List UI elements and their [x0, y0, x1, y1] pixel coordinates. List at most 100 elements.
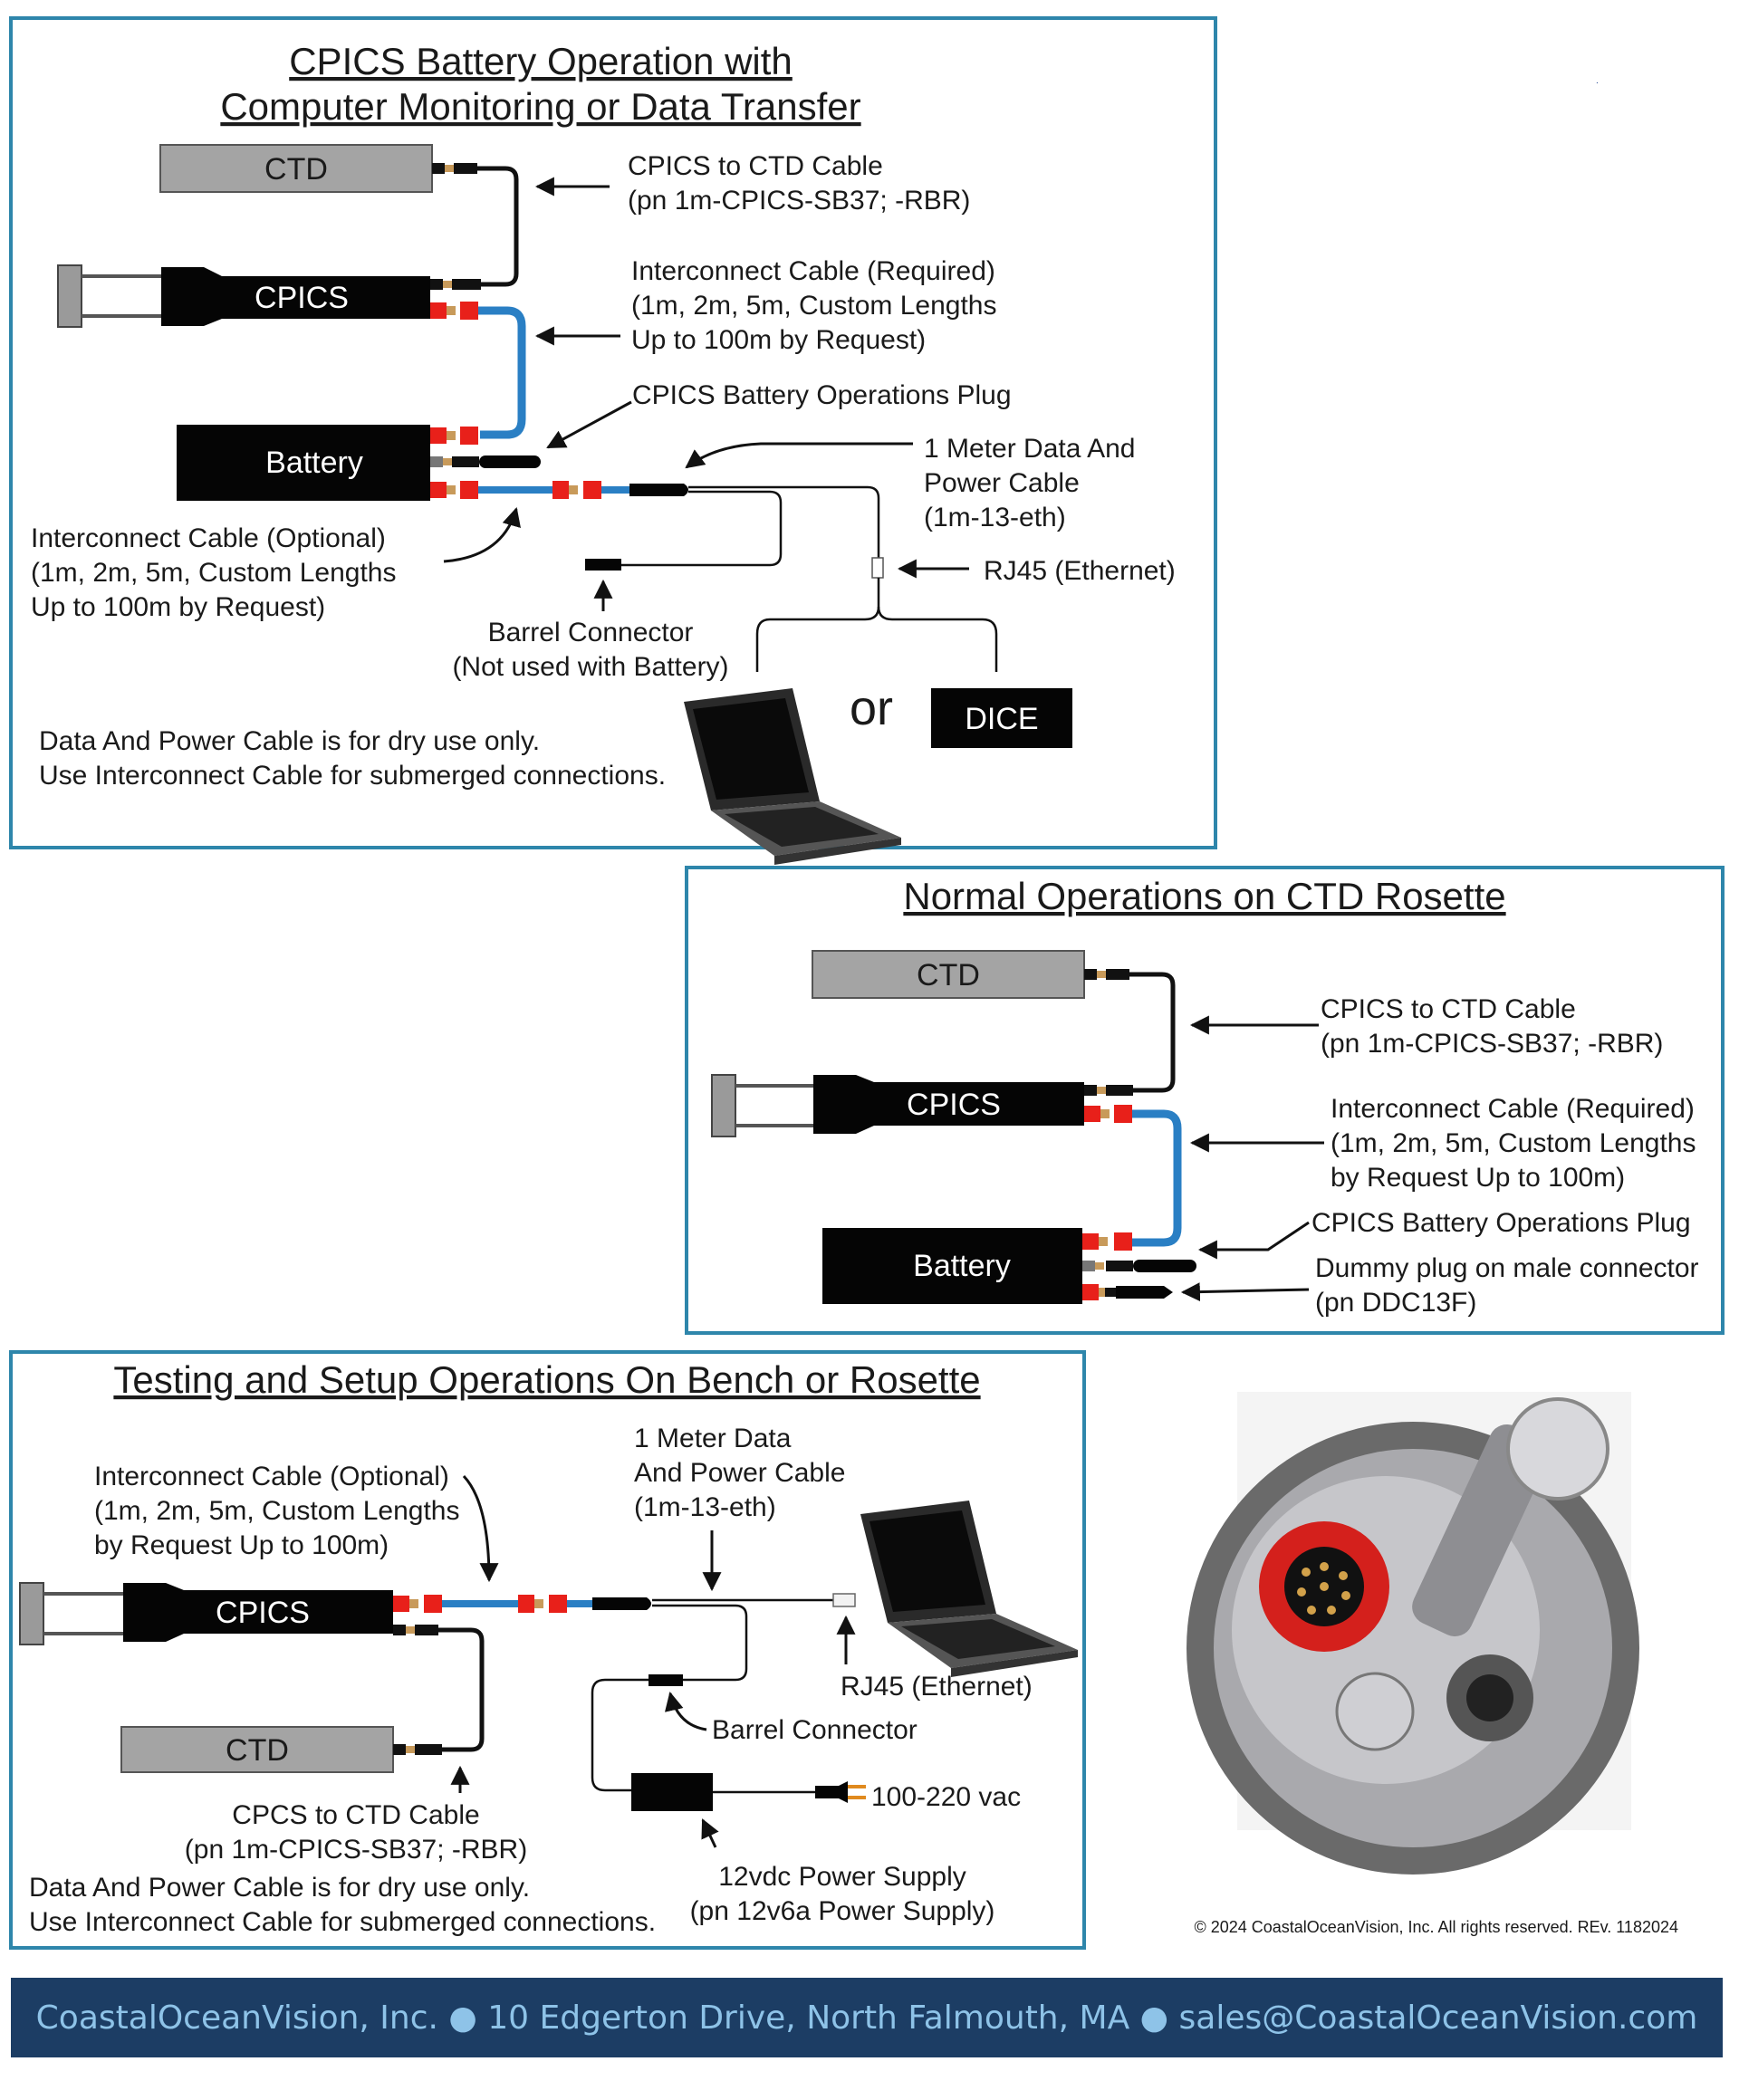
ctd-label: CTD	[264, 152, 328, 187]
ctd-cable-label-1: CPICS to CTD Cable	[1321, 994, 1576, 1024]
interconnect-label-1: Interconnect Cable (Optional)	[94, 1462, 449, 1491]
ctd-box	[120, 1726, 394, 1773]
rj45-label: RJ45 (Ethernet)	[841, 1672, 1033, 1702]
panel-3-border	[9, 1350, 1086, 1950]
cpics-ctd-port	[393, 1625, 406, 1635]
battery-ops-port-face	[1466, 1674, 1513, 1721]
data-cable-label-1: 1 Meter Data And	[924, 434, 1135, 464]
rj45-to-dice	[877, 606, 998, 672]
interconnect-cable-required	[478, 306, 526, 439]
cpics-interconnect-port	[1084, 1106, 1100, 1122]
data-cable-label-2: And Power Cable	[634, 1458, 845, 1488]
panel-testing-setup: Testing and Setup Operations On Bench or…	[9, 1350, 1086, 1950]
power-supply	[631, 1773, 713, 1811]
battery-operations-plug	[479, 455, 541, 468]
panel-normal-operations: Normal Operations on CTD Rosette CTD CPI…	[685, 866, 1725, 1335]
ops-plug-stem	[452, 456, 479, 467]
psu-label-2: (pn 12v6a Power Supply)	[690, 1896, 995, 1926]
ctd-box	[812, 950, 1085, 999]
cpics-interconnect-plug	[1114, 1105, 1132, 1123]
interconnect-end-1-pin	[534, 1599, 543, 1608]
battery-port-1-pin	[447, 431, 456, 440]
barrel-label-1: Barrel Connector	[488, 618, 694, 647]
dummy-plug-stem	[1105, 1288, 1116, 1297]
ops-plug-label: CPICS Battery Operations Plug	[1311, 1208, 1691, 1238]
data-cable-label-1: 1 Meter Data	[634, 1424, 792, 1453]
interconnect-opt-label-3: Up to 100m by Request)	[31, 592, 325, 622]
battery-port-3-pin	[1099, 1288, 1108, 1297]
ctd-cable-label-1: CPICS to CTD Cable	[628, 151, 883, 181]
barrel-connector	[649, 1674, 683, 1686]
footer-bar: CoastalOceanVision, Inc. ● 10 Edgerton D…	[11, 1978, 1723, 2057]
battery-port-1-pin	[1099, 1237, 1108, 1246]
battery-port-2-pin	[1095, 1262, 1104, 1270]
panel-2-border	[685, 866, 1725, 1335]
dummy-plug-label-1: Dummy plug on male connector	[1315, 1253, 1699, 1283]
cpics-label: CPICS	[907, 1088, 1001, 1122]
ctd-connector-pin	[445, 165, 454, 172]
battery-port-1	[1082, 1233, 1099, 1250]
battery-port-3	[1082, 1284, 1099, 1300]
cpics-interconnect-pin	[409, 1599, 418, 1608]
interconnect-req-label-2: (1m, 2m, 5m, Custom Lengths	[631, 291, 996, 321]
ctd-box	[159, 144, 433, 193]
interconnect-end-2	[583, 481, 601, 499]
battery-port-3-pin	[447, 485, 456, 494]
battery-port-1-plug	[460, 427, 478, 445]
interconnect-end-1	[518, 1595, 534, 1613]
arrow-ops-plug	[546, 400, 632, 449]
battery-label: Battery	[913, 1249, 1011, 1283]
cpics-body	[123, 1583, 393, 1642]
ctd-connector-pin	[1097, 971, 1106, 978]
battery-port-2	[1082, 1261, 1095, 1271]
ctd-label: CTD	[917, 958, 980, 992]
cpics-ctd-port	[430, 279, 443, 290]
cpics-end-cap	[57, 264, 82, 328]
panel-2-title: Normal Operations on CTD Rosette	[903, 875, 1505, 917]
arrow-barrel	[664, 1691, 707, 1731]
data-cable-label-2: Power Cable	[924, 468, 1080, 498]
cpics-to-ctd-cable	[438, 1627, 485, 1752]
interconnect-end-1-pin	[569, 485, 578, 494]
cpics-label: CPICS	[216, 1596, 310, 1630]
ctd-cable-label-2: (pn 1m-CPICS-SB37; -RBR)	[628, 186, 970, 216]
ctd-cable-plug	[1106, 969, 1129, 980]
interconnect-cable-required	[1132, 1109, 1182, 1247]
interconnect-label-3: by Request Up to 100m)	[1331, 1163, 1625, 1193]
ctd-cable-label-2: (pn 1m-CPICS-SB37; -RBR)	[185, 1835, 527, 1865]
barrel-cable	[652, 1604, 748, 1682]
ctd-cable-plug	[415, 1744, 442, 1755]
cpics-to-ctd-cable	[477, 166, 519, 287]
arrow-interconnect-optional	[462, 1474, 499, 1583]
interconnect-label-2: (1m, 2m, 5m, Custom Lengths	[94, 1496, 459, 1526]
cpics-ctd-port-pin	[1097, 1087, 1106, 1094]
panel-3-note-2: Use Interconnect Cable for submerged con…	[29, 1907, 656, 1937]
ops-plug-stem	[1106, 1261, 1133, 1271]
dummy-plug	[1116, 1286, 1173, 1299]
arrow-data-cable	[685, 442, 913, 469]
cpics-ctd-plug	[1106, 1085, 1133, 1096]
panel-1-title-line-1: CPICS Battery Operation with	[289, 40, 793, 82]
barrel-label-2: (Not used with Battery)	[452, 652, 728, 682]
interconnect-opt-label-1: Interconnect Cable (Optional)	[31, 523, 386, 553]
ctd-cable-label-1: CPCS to CTD Cable	[232, 1800, 479, 1830]
barrel-connector	[585, 559, 621, 571]
ctd-label: CTD	[226, 1733, 289, 1768]
endcap-knob	[1506, 1397, 1609, 1501]
interconnect-end-1	[552, 481, 569, 499]
data-cable-drop	[867, 485, 880, 558]
cpics-ctd-port-pin	[443, 281, 452, 288]
dice-box	[931, 688, 1072, 748]
panel-1-note-2: Use Interconnect Cable for submerged con…	[39, 761, 666, 791]
battery-label: Battery	[265, 446, 363, 480]
cpics-body	[161, 267, 430, 326]
psu-cable	[591, 1678, 649, 1792]
interconnect-req-label-1: Interconnect Cable (Required)	[631, 256, 995, 286]
psu-label-1: 12vdc Power Supply	[718, 1862, 966, 1892]
dummy-plug-label-2: (pn DDC13F)	[1315, 1288, 1476, 1318]
battery-port-1	[430, 427, 447, 444]
battery-operations-plug	[1133, 1260, 1196, 1272]
battery-port-1-plug	[1114, 1232, 1132, 1251]
cpics-label: CPICS	[255, 281, 349, 315]
